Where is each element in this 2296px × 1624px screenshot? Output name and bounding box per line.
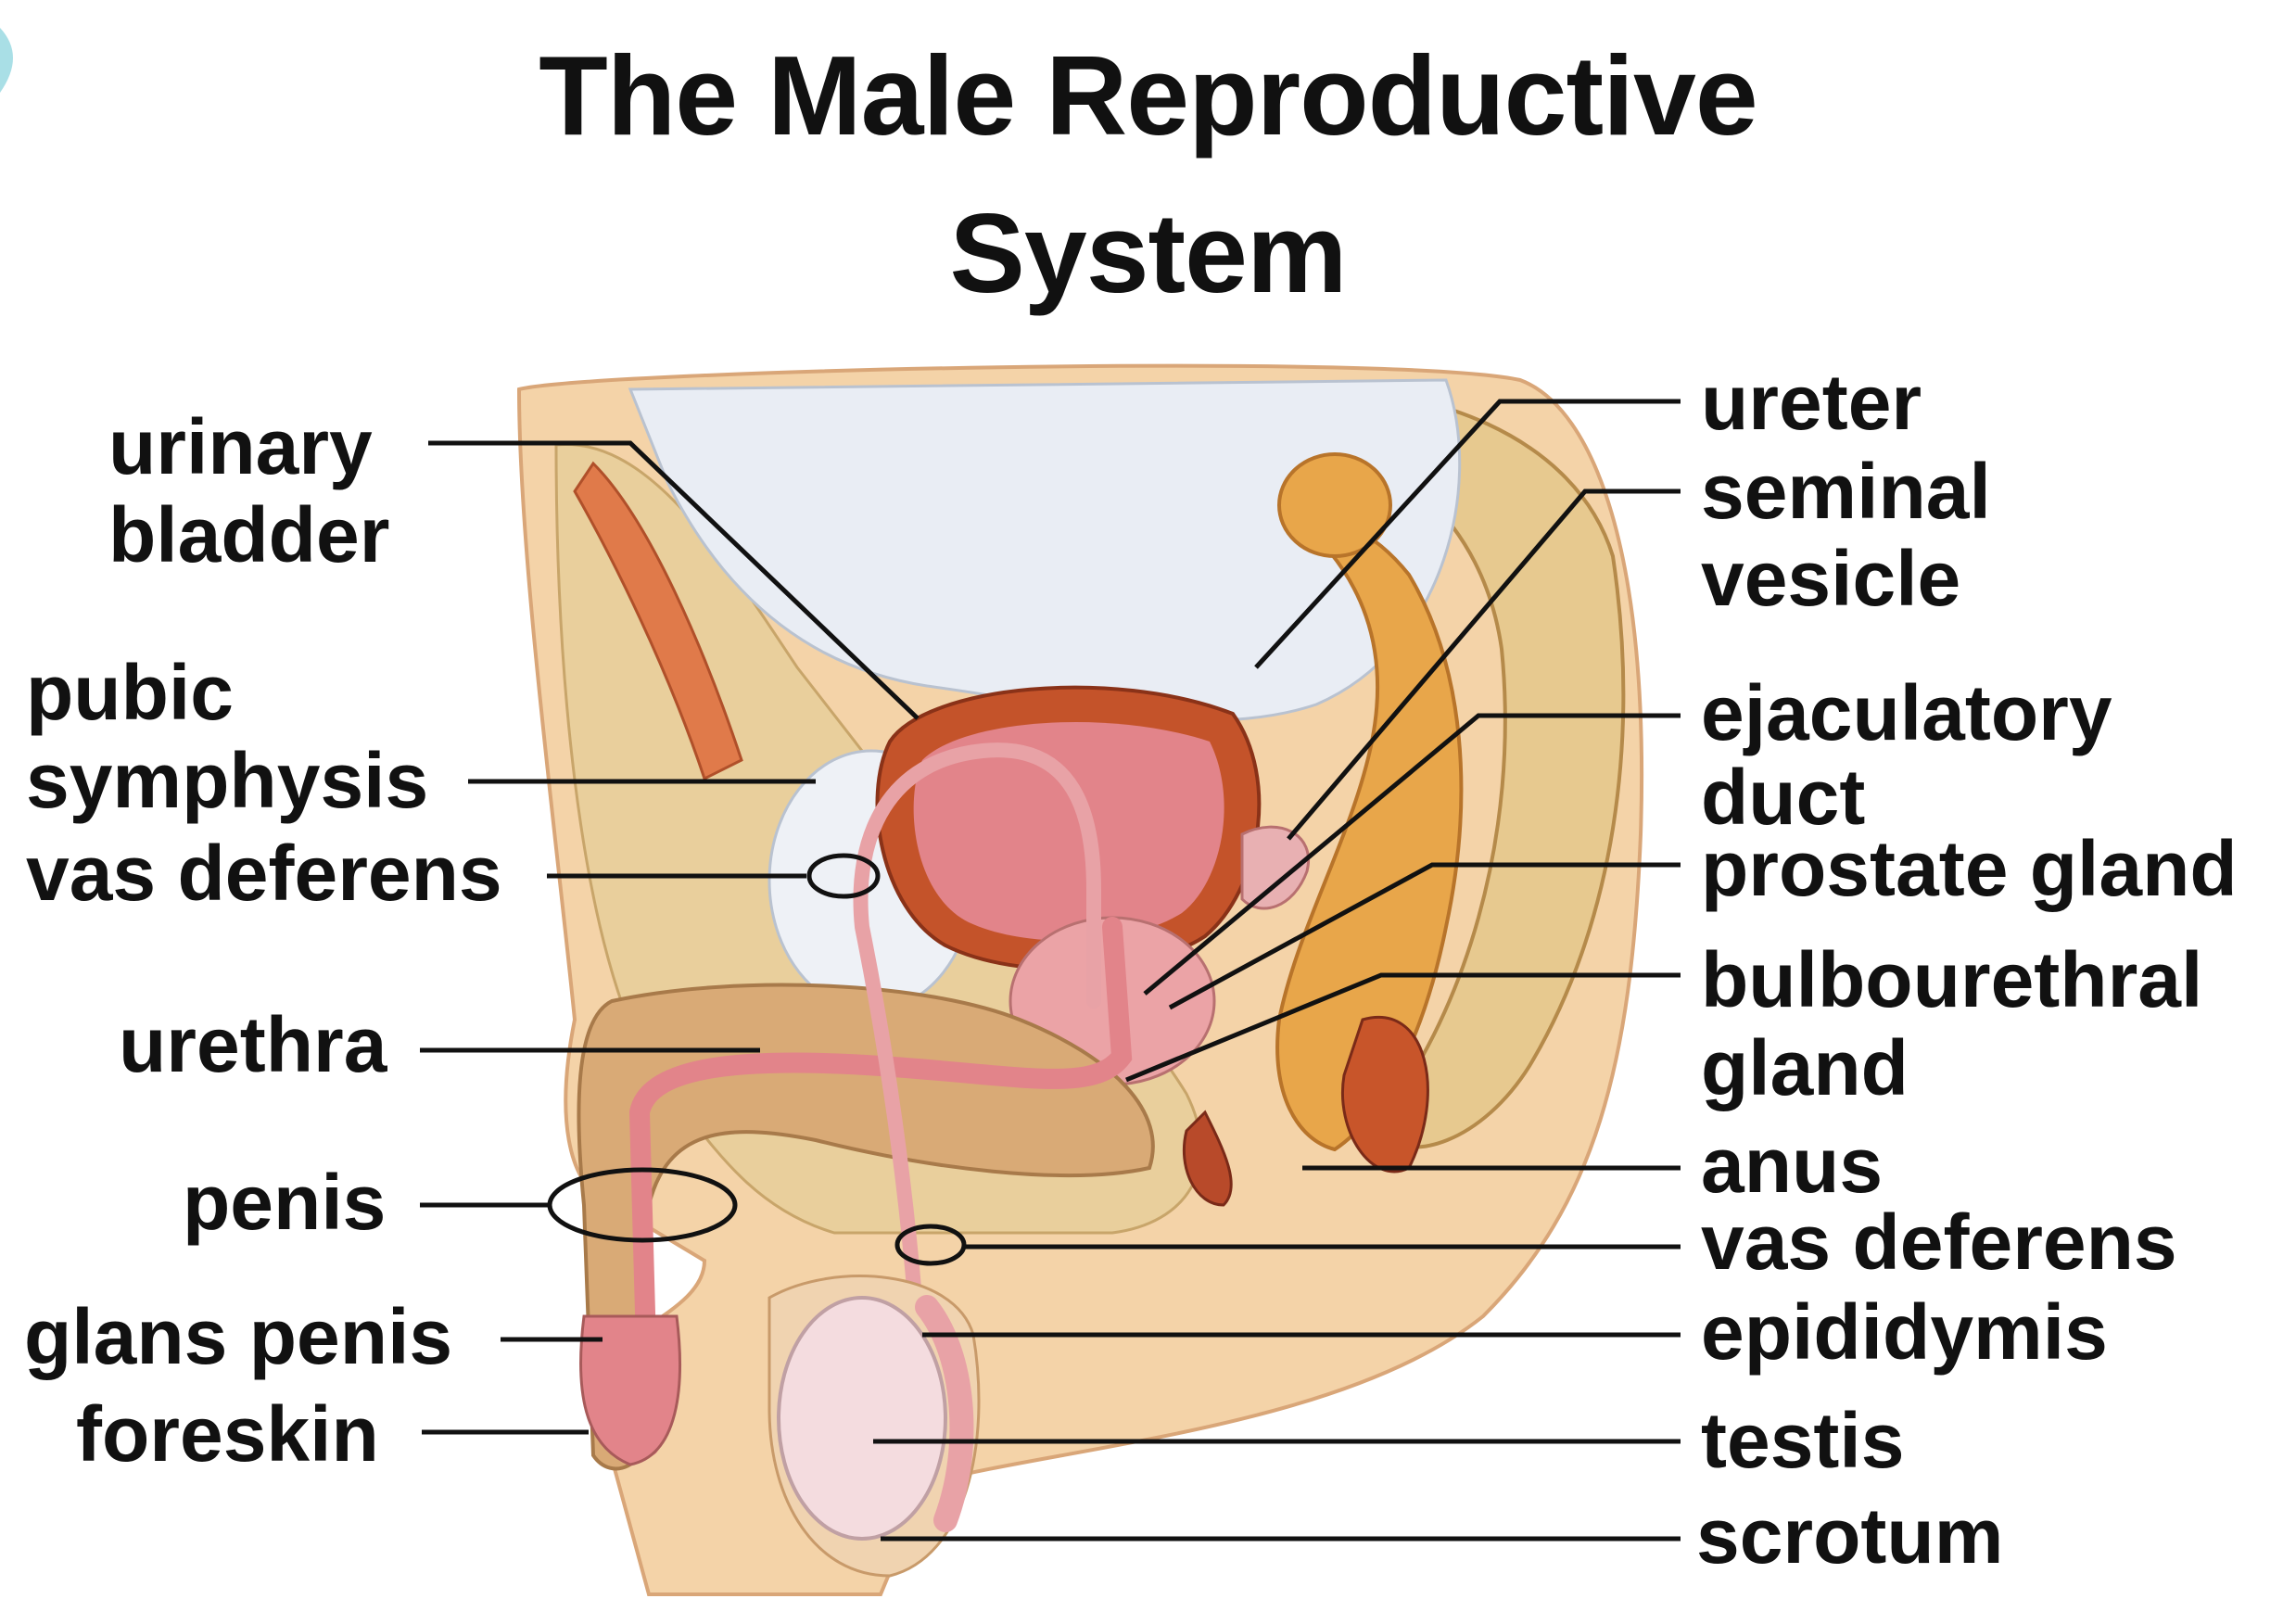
label-pubic-symphysis-1: pubic: [26, 649, 234, 736]
label-seminal-vesicle-2: vesicle: [1701, 535, 1961, 622]
label-urinary-bladder-2: bladder: [108, 491, 390, 578]
bladder-lumen: [913, 721, 1224, 941]
label-foreskin: foreskin: [76, 1390, 379, 1478]
slide-corner-decoration: [0, 28, 28, 93]
label-bulbourethral-gland-1: bulbourethral: [1701, 936, 2203, 1023]
glans-shape: [579, 1314, 681, 1466]
leader-lines: [420, 399, 1681, 1542]
seminal-vesicle-shape: [1240, 825, 1310, 910]
leader-ureter: [1254, 399, 1681, 669]
label-urinary-bladder-1: urinary: [108, 403, 373, 490]
testis-shape: [777, 1296, 947, 1541]
label-testis: testis: [1701, 1397, 1905, 1484]
ring-penis: [547, 1167, 738, 1243]
ring-vas-deferens-left: [806, 853, 881, 899]
vas-deferens-tube: [853, 742, 1101, 1342]
label-ejaculatory-duct-1: ejaculatory: [1701, 669, 2112, 756]
label-prostate-gland: prostate gland: [1701, 825, 2238, 912]
label-epididymis: epididymis: [1701, 1288, 2108, 1376]
label-vas-deferens-right: vas deferens: [1701, 1199, 2177, 1286]
label-penis: penis: [183, 1159, 387, 1246]
colon-coil: [1277, 452, 1392, 558]
rectus-muscle: [573, 461, 743, 781]
label-glans-penis: glans penis: [24, 1293, 453, 1380]
label-ureter: ureter: [1701, 359, 1922, 446]
leader-ejaculatory-duct: [1143, 713, 1681, 996]
diagram-title-line-1: The Male Reproductive: [539, 32, 1758, 159]
leader-seminal-vesicle: [1287, 488, 1681, 841]
label-scrotum: scrotum: [1696, 1492, 2004, 1580]
leader-prostate-gland: [1168, 862, 1681, 1010]
penis-shaft: [577, 983, 1155, 1471]
label-seminal-vesicle-1: seminal: [1701, 448, 1991, 535]
anal-sphincter: [1182, 1110, 1233, 1207]
leader-urinary-bladder: [428, 440, 920, 720]
ring-vas-deferens-right: [894, 1224, 967, 1266]
label-bulbourethral-gland-2: gland: [1701, 1024, 1909, 1111]
epididymis-shape: [915, 1295, 974, 1532]
label-anus: anus: [1701, 1122, 1884, 1209]
diagram-title-line-2: System: [949, 190, 1347, 316]
sacrum: [1277, 387, 1626, 1149]
label-ejaculatory-duct-2: duct: [1701, 754, 1866, 841]
label-urethra: urethra: [119, 1001, 387, 1088]
label-pubic-symphysis-2: symphysis: [26, 737, 429, 824]
leader-bulbourethral-gland: [1125, 972, 1681, 1083]
label-vas-deferens-left: vas deferens: [26, 830, 502, 917]
